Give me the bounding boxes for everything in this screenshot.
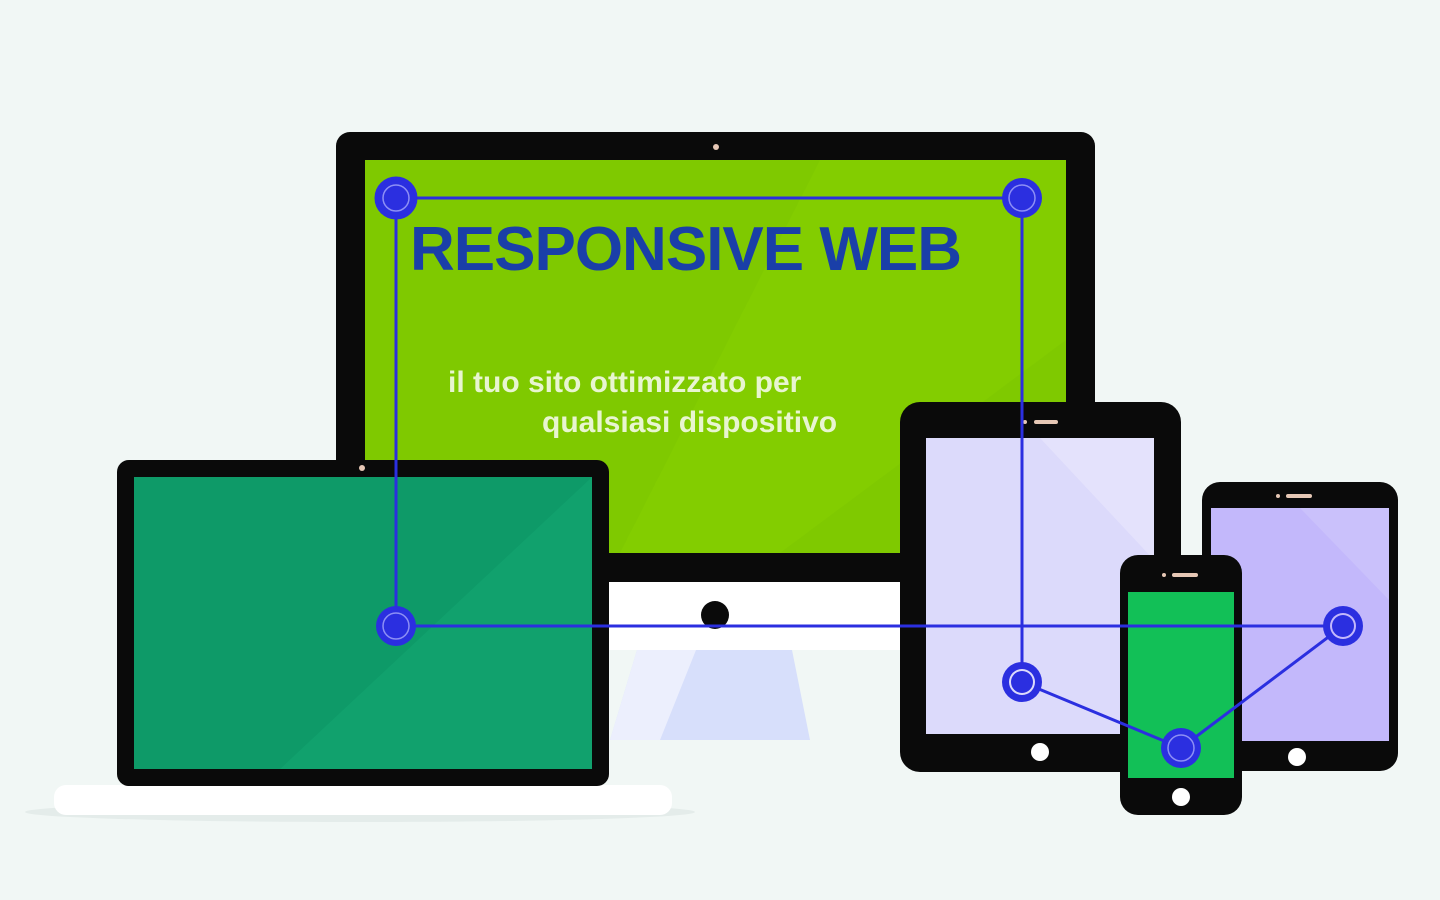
- network-node: [1161, 728, 1201, 768]
- large-phone-home-button: [1288, 748, 1306, 766]
- monitor-button: [701, 601, 729, 629]
- network-nodes: [374, 176, 1363, 768]
- network-link: [1021, 680, 1182, 750]
- network-overlay: [394, 196, 1344, 750]
- laptop-camera: [359, 465, 365, 471]
- network-node: [1002, 178, 1042, 218]
- smartphone: [1120, 555, 1242, 815]
- tablet-speaker: [1034, 420, 1058, 424]
- tagline-line-2: qualsiasi dispositivo: [542, 406, 837, 439]
- monitor-camera: [713, 144, 719, 150]
- network-node: [374, 176, 418, 220]
- laptop-base: [54, 785, 672, 815]
- headline: RESPONSIVE WEB: [410, 215, 961, 284]
- smartphone-home-button: [1172, 788, 1190, 806]
- network-node: [376, 606, 416, 646]
- network-node: [1002, 662, 1042, 702]
- laptop: [25, 460, 695, 822]
- network-link: [1180, 624, 1344, 750]
- tagline-line-1: il tuo sito ottimizzato per: [448, 366, 802, 399]
- network-node: [1323, 606, 1363, 646]
- tablet-home-button: [1031, 743, 1049, 761]
